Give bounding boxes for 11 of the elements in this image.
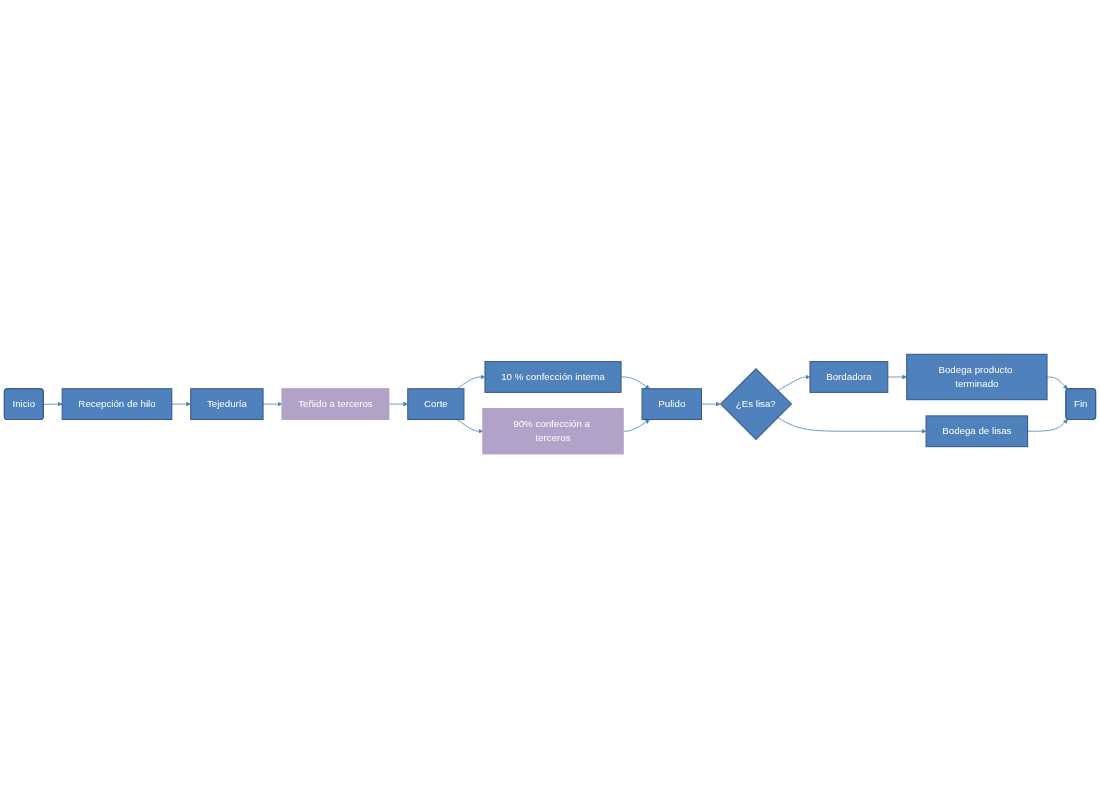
- node-box: Bordadora: [809, 360, 889, 393]
- node-box: Teñido a terceros: [281, 388, 390, 420]
- node-box: 90% confección a terceros: [482, 407, 624, 455]
- node-box: Tejeduría: [190, 388, 264, 420]
- node-box: Pulido: [641, 388, 702, 420]
- node-box: 10 % confección interna: [484, 360, 622, 393]
- node-box: Corte: [407, 388, 465, 420]
- node-diamond: ¿Es lisa?: [719, 367, 793, 441]
- node-box: Bodega de lisas: [925, 415, 1029, 448]
- node-box: Bodega producto terminado: [906, 353, 1048, 401]
- node-box: Recepción de hilo: [61, 388, 173, 420]
